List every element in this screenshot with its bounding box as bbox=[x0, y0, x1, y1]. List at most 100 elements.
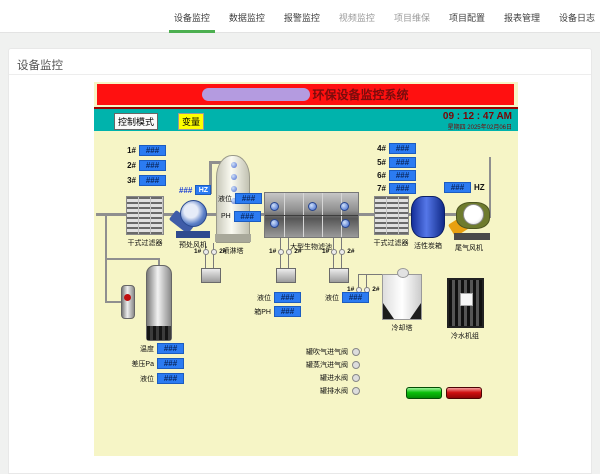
pair-right-label: 2# bbox=[372, 286, 380, 293]
pipe bbox=[366, 274, 367, 289]
chiller-label: 冷水机组 bbox=[451, 333, 479, 340]
banner-title: 环保设备监控系统 bbox=[312, 88, 409, 102]
valve-indicator[interactable] bbox=[352, 361, 360, 369]
indicator-pair: 1# 2# bbox=[194, 248, 226, 255]
value-box: ### bbox=[157, 373, 184, 384]
value-box: ### bbox=[444, 182, 471, 193]
cooling-tower bbox=[382, 268, 422, 320]
value-box: ### bbox=[274, 292, 301, 303]
indicator-pair: 1# 2# bbox=[322, 248, 354, 255]
nozzle-dot bbox=[231, 186, 237, 192]
tab-device-log[interactable]: 设备日志 bbox=[558, 12, 595, 23]
valve-row: 罐排水阀 bbox=[274, 386, 360, 396]
indicator-dot[interactable] bbox=[339, 248, 346, 255]
tab-project-config[interactable]: 项目配置 bbox=[448, 12, 485, 23]
channel-row: 3# ### bbox=[120, 175, 166, 186]
valve-row: 罐蒸汽进气阀 bbox=[274, 360, 360, 370]
box-ph-metric: 箱PH ### bbox=[243, 306, 301, 317]
tab-report-manage[interactable]: 报表管理 bbox=[503, 12, 540, 23]
channel-label: 7# bbox=[377, 184, 386, 193]
nozzle-dot bbox=[231, 174, 237, 180]
pipe bbox=[213, 243, 214, 268]
stop-button[interactable] bbox=[446, 387, 482, 399]
valve-indicator[interactable] bbox=[352, 387, 360, 395]
diff-pressure-label: 差压Pa bbox=[131, 360, 154, 368]
hz-value: ### bbox=[179, 185, 193, 195]
variable-button[interactable]: 变量 bbox=[178, 113, 205, 130]
dry-filter-right bbox=[374, 196, 409, 235]
valve-label: 罐吹气进气阀 bbox=[306, 349, 348, 356]
level-label: 液位 bbox=[218, 195, 232, 203]
box-level-metric: 液位 ### bbox=[311, 292, 369, 303]
pair-left-label: 1# bbox=[347, 286, 355, 293]
corner-wedge bbox=[383, 303, 394, 319]
box-ph-label: 箱PH bbox=[254, 308, 271, 316]
value-box: ### bbox=[342, 292, 369, 303]
tank-temp-metric: 温度 ### bbox=[112, 343, 184, 354]
indicator-dot[interactable] bbox=[331, 248, 338, 255]
level-label: 液位 bbox=[140, 375, 154, 383]
page-title: 设备监控 bbox=[9, 49, 591, 75]
content-card: 设备监控 环保设备监控系统 控制模式 变量 09 : 12 : 47 AM 星期… bbox=[8, 48, 592, 474]
small-tank bbox=[121, 285, 135, 319]
tab-device-monitor[interactable]: 设备监控 bbox=[168, 0, 215, 33]
pipe bbox=[358, 274, 386, 275]
channel-label: 1# bbox=[127, 146, 136, 155]
chiller-window bbox=[460, 293, 473, 306]
pipe bbox=[489, 157, 491, 218]
channel-label: 2# bbox=[127, 161, 136, 170]
bio-filter bbox=[264, 192, 359, 238]
carbon-box-label: 活性炭箱 bbox=[414, 243, 442, 250]
pair-right-label: 2# bbox=[219, 248, 227, 255]
port-dot bbox=[340, 202, 349, 211]
indicator-dot[interactable] bbox=[211, 248, 218, 255]
fan-wheel bbox=[463, 204, 484, 225]
channel-row: 4# ### bbox=[370, 143, 416, 154]
tab-project-maintenance[interactable]: 项目维保 bbox=[393, 12, 430, 23]
clock: 09 : 12 : 47 AM 星期四 2025年02月06日 bbox=[443, 111, 512, 131]
channel-label: 6# bbox=[377, 171, 386, 180]
value-box: ### bbox=[157, 343, 184, 354]
exhaust-fan-label: 尾气风机 bbox=[455, 245, 483, 252]
dry-filter-left bbox=[126, 196, 164, 235]
start-button[interactable] bbox=[406, 387, 442, 399]
junction-box bbox=[329, 268, 349, 283]
valve-label: 罐进水阀 bbox=[320, 375, 348, 382]
tab-alarm-monitor[interactable]: 报警监控 bbox=[283, 12, 320, 23]
hz-unit-box: HZ bbox=[195, 185, 212, 195]
channel-row: 6# ### bbox=[370, 170, 416, 181]
value-box: ### bbox=[233, 211, 261, 222]
valve-indicator[interactable] bbox=[352, 374, 360, 382]
tank-level-metric: 液位 ### bbox=[112, 373, 184, 384]
pre-fan-label: 预处风机 bbox=[179, 242, 207, 249]
pipe bbox=[209, 161, 212, 194]
indicator-dot[interactable] bbox=[203, 248, 210, 255]
exhaust-fan bbox=[447, 198, 490, 240]
value-box: ### bbox=[157, 358, 184, 369]
valve-indicator[interactable] bbox=[352, 348, 360, 356]
fan-wheel bbox=[180, 200, 207, 227]
redaction-blob bbox=[202, 88, 311, 101]
nozzle-dot bbox=[231, 198, 237, 204]
ph-label: PH bbox=[221, 213, 231, 220]
pair-right-label: 2# bbox=[294, 248, 302, 255]
channel-row: 7# ### bbox=[370, 183, 416, 194]
chiller-unit bbox=[447, 278, 484, 328]
indicator-dot[interactable] bbox=[286, 248, 293, 255]
control-mode-button[interactable]: 控制模式 bbox=[114, 113, 159, 130]
pre-fan bbox=[168, 194, 214, 238]
value-box: ### bbox=[235, 193, 262, 204]
tab-video-monitor[interactable]: 视频监控 bbox=[338, 12, 375, 23]
dry-filter-left-label: 干式过滤器 bbox=[127, 240, 163, 247]
spray-tower-label: 喷淋塔 bbox=[222, 248, 244, 255]
indicator-pair: 1# 2# bbox=[269, 248, 301, 255]
hz-unit-label: HZ bbox=[474, 183, 485, 192]
fan-hz-right: ### HZ bbox=[444, 182, 485, 193]
toolbar: 控制模式 变量 09 : 12 : 47 AM 星期四 2025年02月06日 bbox=[94, 107, 518, 131]
level-label: 液位 bbox=[257, 294, 271, 302]
banner: 环保设备监控系统 bbox=[97, 84, 514, 105]
tall-tank bbox=[146, 265, 172, 341]
port-dot bbox=[270, 219, 279, 228]
tab-data-monitor[interactable]: 数据监控 bbox=[228, 12, 265, 23]
indicator-dot[interactable] bbox=[278, 248, 285, 255]
